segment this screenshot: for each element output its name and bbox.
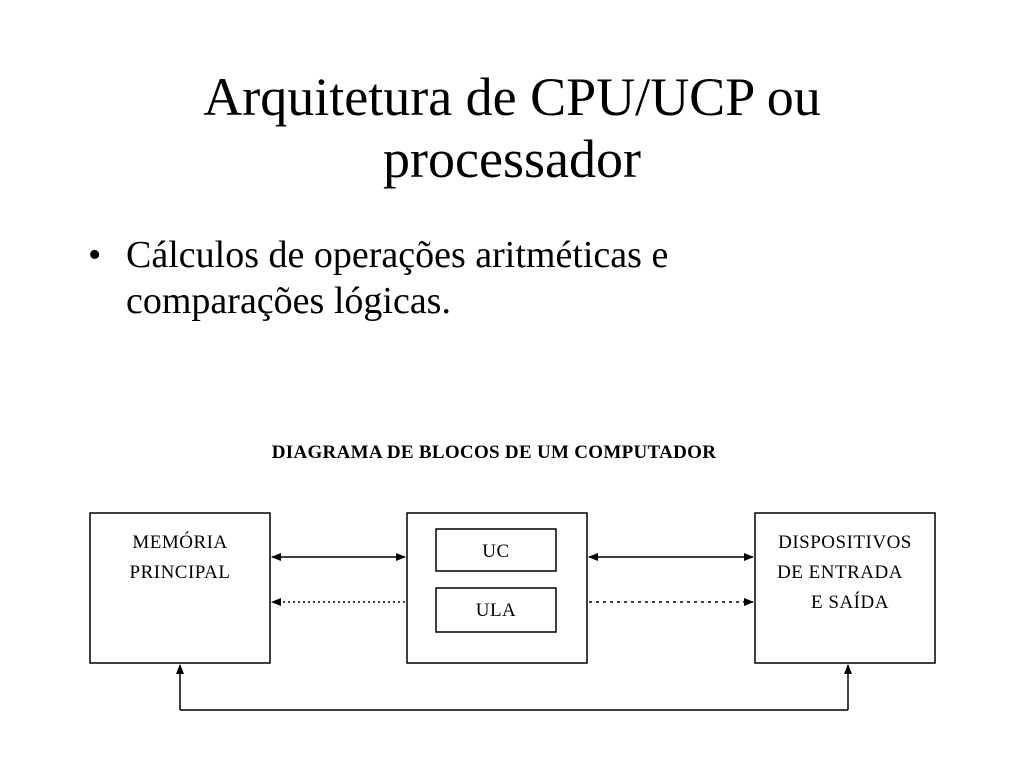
slide-title-line-1: Arquitetura de CPU/UCP ou (203, 67, 821, 127)
memory-block (89, 512, 271, 664)
cpu-block (406, 512, 588, 664)
memory-label-line-1: MEMÓRIA (132, 531, 227, 553)
ula-label: ULA (476, 600, 517, 621)
io-block (754, 512, 936, 664)
bullet-text-line-2: comparações lógicas. (126, 280, 451, 322)
bullet-text-line-1: Cálculos de operações aritméticas e (126, 234, 669, 276)
uc-box (435, 528, 557, 572)
bullet-icon: • (88, 234, 102, 276)
ula-box (435, 587, 557, 633)
bullet-item: • Cálculos de operações aritméticas e co… (86, 232, 946, 324)
io-label-line-3: E SAÍDA (811, 591, 889, 613)
memory-label-line-2: PRINCIPAL (130, 562, 231, 583)
diagram-title: DIAGRAMA DE BLOCOS DE UM COMPUTADOR (272, 442, 717, 463)
uc-label: UC (482, 541, 509, 562)
slide-title-line-2: processador (383, 129, 641, 189)
io-label-line-2: DE ENTRADA (777, 562, 903, 583)
slide-title: Arquitetura de CPU/UCP ou processador (0, 66, 1024, 190)
io-label-line-1: DISPOSITIVOS (778, 532, 912, 553)
bullet-list: • Cálculos de operações aritméticas e co… (86, 232, 946, 324)
